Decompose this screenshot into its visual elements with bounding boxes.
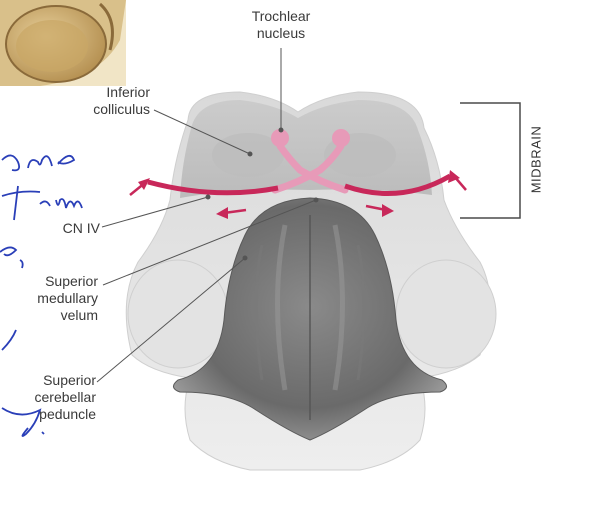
trochlear-nucleus-line-1: Trochlear	[251, 8, 311, 24]
inferior-colliculus-label: Inferior colliculus	[60, 84, 150, 118]
leader-lines	[96, 48, 319, 383]
smv-line-3: velum	[60, 307, 98, 323]
inferior-colliculus-line-1: Inferior	[106, 84, 150, 100]
midbrain-bracket	[460, 102, 521, 219]
right-peduncle-lobe	[395, 259, 497, 369]
scp-line-1: Superior	[43, 372, 96, 388]
midbrain-label: MIDBRAIN	[528, 125, 544, 194]
trochlear-nucleus-label: Trochlear nucleus	[232, 8, 330, 42]
decussating-fibers	[271, 142, 349, 194]
handwritten-notes	[0, 154, 83, 437]
left-cn-iv-nerve	[147, 179, 279, 196]
cn-iv-label: CN IV	[40, 220, 100, 237]
superior-medullary-velum-label: Superior medullary velum	[10, 273, 98, 324]
scp-line-3: peduncle	[39, 406, 96, 422]
right-trochlear-nucleus	[332, 129, 350, 147]
scp-line-2: cerebellar	[34, 389, 96, 405]
superior-cerebellar-peduncle-label: Superior cerebellar peduncle	[6, 372, 96, 423]
smv-line-1: Superior	[45, 273, 98, 289]
trochlear-nucleus-line-2: nucleus	[256, 25, 306, 41]
cropped-photo-fragment	[0, 0, 126, 86]
direction-arrows	[129, 170, 467, 219]
inferior-colliculus-line-2: colliculus	[93, 101, 150, 117]
left-trochlear-nucleus	[271, 129, 289, 147]
cn-iv-text: CN IV	[62, 220, 100, 236]
smv-line-2: medullary	[37, 290, 98, 306]
right-cn-iv-nerve	[344, 173, 452, 196]
